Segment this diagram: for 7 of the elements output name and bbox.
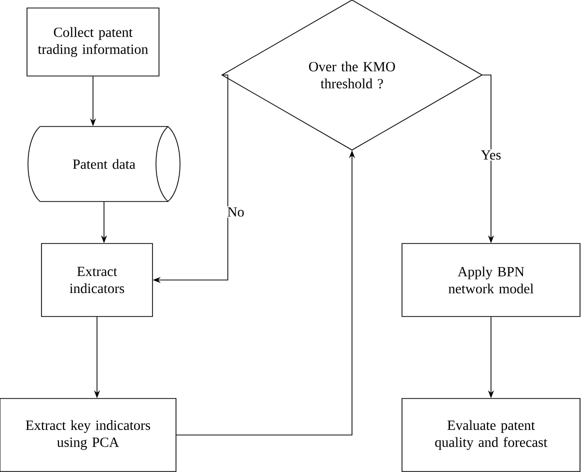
edge-label: Yes <box>480 149 502 161</box>
edge-label: No <box>226 206 246 218</box>
process-box: Evaluate patent quality and forecast <box>402 398 580 472</box>
process-box: Collect patent trading information <box>26 8 160 76</box>
process-box: Extract key indicators using PCA <box>0 398 176 472</box>
process-box: Apply BPN network model <box>402 243 580 317</box>
process-box: Extract indicators <box>41 243 153 317</box>
